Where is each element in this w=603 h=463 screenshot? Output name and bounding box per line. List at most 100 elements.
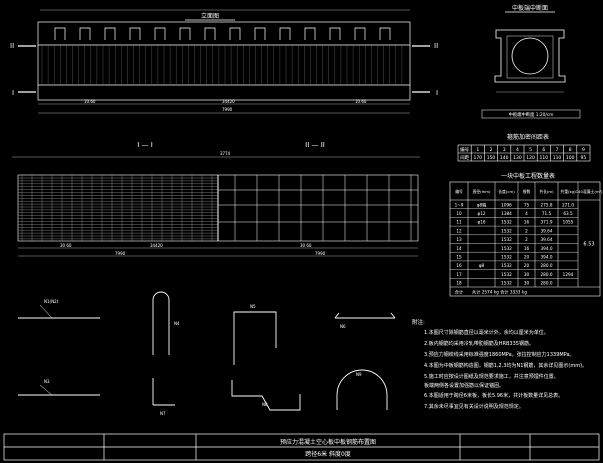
bar-table-header: 1 — [476, 147, 479, 153]
note-6: 6.本图适用于跨径6米板，板长5.96米，共计板数量详见总表。 — [424, 393, 564, 399]
material-table-cell: 1532 — [501, 220, 512, 225]
bar-table-cell: 170 — [474, 155, 483, 161]
material-table-cell: 280.0 — [541, 272, 553, 277]
note-1: 1.本图尺寸除钢筋直径以毫米计外，余均以厘米为单位。 — [424, 330, 549, 336]
marker-I-left: I — [12, 89, 14, 97]
material-table-cell: 394.0 — [541, 255, 553, 260]
material-table-cell: 16 — [524, 246, 530, 251]
bar-table-cell: 95 — [581, 155, 587, 161]
bar-2-label: N3 — [44, 379, 50, 384]
material-table-cell: 1294 — [563, 272, 574, 277]
total-label: 合计 — [455, 289, 463, 296]
bar-table-header: 8 — [569, 147, 572, 153]
material-table-header: 长度(cm) — [498, 189, 515, 194]
bar-table-cell: 150 — [487, 155, 496, 161]
material-table-cell: 1532 — [501, 237, 512, 242]
material-table-cell: 30 — [524, 281, 530, 286]
stirrup — [379, 27, 391, 40]
bar-table-header: 5 — [529, 147, 532, 153]
bar-table-cell: 130 — [513, 155, 522, 161]
bar-table-header: 编号 — [460, 146, 469, 153]
material-table-header: 共长(m) — [539, 189, 554, 194]
material-table-cell: 13 — [456, 237, 462, 242]
dim-bottom-total-left: 7990 — [115, 251, 126, 256]
table-frame — [449, 181, 601, 297]
elevation-view: 立面图 — [18, 9, 430, 114]
note-2: 2.板内钢筋均采用冷轧带肋钢筋及HRB335钢筋。 — [424, 341, 534, 347]
material-table-cell: 15 — [456, 255, 462, 260]
bar-table-cell: 120 — [526, 155, 535, 161]
dim-bottom-total-right: 7990 — [315, 251, 326, 256]
stirrup — [329, 27, 341, 40]
bar-table-title: 箍筋加密间距表 — [507, 133, 549, 141]
material-table-title: 一块中板工程数量表 — [501, 172, 555, 180]
material-table-cell: 1532 — [501, 281, 512, 286]
material-table-cell: 39.64 — [541, 237, 553, 242]
stirrup — [154, 27, 166, 40]
material-table-cell: 14 — [456, 246, 462, 251]
bar-table-cell: 110 — [553, 155, 562, 161]
material-table-cell: 75 — [524, 202, 530, 207]
material-table-cell: 271.0 — [562, 202, 574, 207]
material-table-cell: φ8 — [479, 263, 485, 268]
material-table-cell: 11 — [456, 220, 462, 225]
section-title: 中板端中断面 — [512, 4, 548, 12]
bar-8-label: N9 — [356, 372, 362, 377]
material-table-cell: 16 — [524, 220, 530, 225]
note-7: 7.其余未尽事宜见有关设计说明及规范规定。 — [424, 404, 524, 410]
material-table-cell: 1532 — [501, 263, 512, 268]
material-table-cell: 275.8 — [541, 202, 553, 207]
bar-7-label: N8 — [262, 402, 268, 407]
material-table-cell: 1055 — [563, 220, 574, 225]
material-table-cell: 18 — [456, 281, 462, 286]
note-5b: 板端两侧各设置加强筋以保证锚固。 — [424, 383, 505, 389]
material-table-cell: 371.9 — [541, 220, 553, 225]
note-5: 5.施工时应按设计图纸及规范要求施工，并注意预埋件位置。 — [424, 374, 559, 380]
material-table-cell: 10 — [456, 211, 462, 216]
material-table-header: 共重(kg) — [560, 189, 576, 194]
material-table-cell: 17 — [456, 272, 462, 277]
bar-table-cell: 间距 — [460, 154, 469, 161]
cut-2-title: II — II — [305, 141, 325, 149]
bar-1-label: N1(N2) — [44, 299, 59, 304]
note-3: 3.预应力钢绞线采用标准强度1860MPa，张拉控制应力1339MPa。 — [424, 352, 575, 358]
stirrup — [254, 27, 266, 40]
elevation-stirrups — [41, 27, 403, 85]
dim-bottom-right: 30 60 — [300, 243, 312, 248]
title-line-1: 预应力混凝土空心板中板钢筋布置图 — [280, 438, 376, 446]
material-table-cell: 280.0 — [541, 281, 553, 286]
bar-table-header: 6 — [542, 147, 545, 153]
stirrup — [179, 27, 191, 40]
title-block — [3, 433, 600, 461]
material-table-header: 根数 — [523, 189, 531, 194]
title-line-2: 跨径6米 斜度0度 — [305, 450, 351, 458]
plan-title: 立面图 — [201, 12, 219, 20]
material-table-cell: 1532 — [501, 228, 512, 233]
bar-3-label: N4 — [174, 321, 180, 326]
material-table-cell: 2 — [525, 237, 528, 242]
stirrup — [79, 27, 91, 40]
material-table-cell: φ8箍 — [477, 201, 487, 208]
dim-mid: 34420 — [222, 99, 235, 104]
bar-table-header: 9 — [582, 147, 585, 153]
material-table-cell: 1~9 — [455, 202, 464, 207]
material-table-header: 直径(mm) — [473, 189, 491, 194]
plan-view — [12, 156, 420, 257]
stirrup — [229, 27, 241, 40]
material-table-cell: 280.0 — [541, 263, 553, 268]
material-quantity-table: 编号直径(mm)长度(cm)根数共长(m)共重(kg)C40混凝土(m³)1~9… — [449, 181, 603, 297]
bar-table-cell: 100 — [566, 155, 575, 161]
material-table-cell: 1532 — [501, 272, 512, 277]
material-table-cell: 1096 — [501, 202, 512, 207]
material-table-cell: 30 — [524, 272, 530, 277]
bar-table-cell: 110 — [540, 155, 549, 161]
material-table-cell: 1384 — [501, 211, 512, 216]
material-table-cell: 2 — [525, 228, 528, 233]
material-table-cell: 63.5 — [563, 211, 573, 216]
stirrup — [104, 27, 116, 40]
material-table-header: C40混凝土(m³) — [575, 189, 603, 194]
bar-table-header: 4 — [516, 147, 519, 153]
material-table-cell: 16 — [456, 263, 462, 268]
mesh-left — [18, 175, 218, 241]
